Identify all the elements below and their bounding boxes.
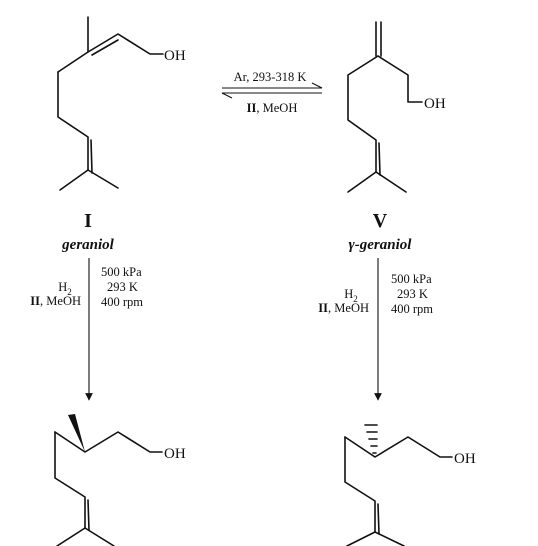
equilibrium-arrows: [221, 82, 323, 99]
left-stirring: 400 rpm: [101, 295, 143, 309]
geraniol-oh-label: OH: [164, 48, 186, 64]
left-temperature: 293 K: [107, 280, 138, 294]
geraniol-name: geraniol: [61, 237, 115, 253]
reverse-solvent: , MeOH: [256, 101, 297, 115]
structure-r-citronellol: OH: [54, 414, 186, 546]
left-h2-label: H2: [58, 280, 72, 297]
right-h2-label: H2: [344, 287, 358, 304]
gamma-geraniol-oh-label: OH: [424, 96, 446, 112]
reverse-conditions: II, MeOH: [247, 101, 298, 115]
s-citronellol-oh-label: OH: [454, 451, 476, 467]
forward-conditions: Ar, 293-318 K: [234, 70, 307, 84]
structure-s-citronellol: OH: [344, 424, 476, 546]
left-catalyst-solvent: II, MeOH: [30, 294, 81, 308]
structure-gamma-geraniol: OH: [347, 21, 446, 193]
gamma-geraniol-name: γ-geraniol: [349, 237, 413, 253]
structure-geraniol: OH: [57, 16, 186, 191]
gamma-geraniol-numeral: V: [373, 210, 388, 232]
right-stirring: 400 rpm: [391, 302, 433, 316]
right-pressure: 500 kPa: [391, 272, 432, 286]
hashed-bond: [364, 424, 378, 454]
reverse-catalyst: II: [247, 101, 257, 115]
wedge-bond: [68, 414, 85, 452]
geraniol-numeral: I: [84, 210, 92, 232]
left-pressure: 500 kPa: [101, 265, 142, 279]
right-temperature: 293 K: [397, 287, 428, 301]
right-catalyst-solvent: II, MeOH: [318, 301, 369, 315]
r-citronellol-oh-label: OH: [164, 446, 186, 462]
